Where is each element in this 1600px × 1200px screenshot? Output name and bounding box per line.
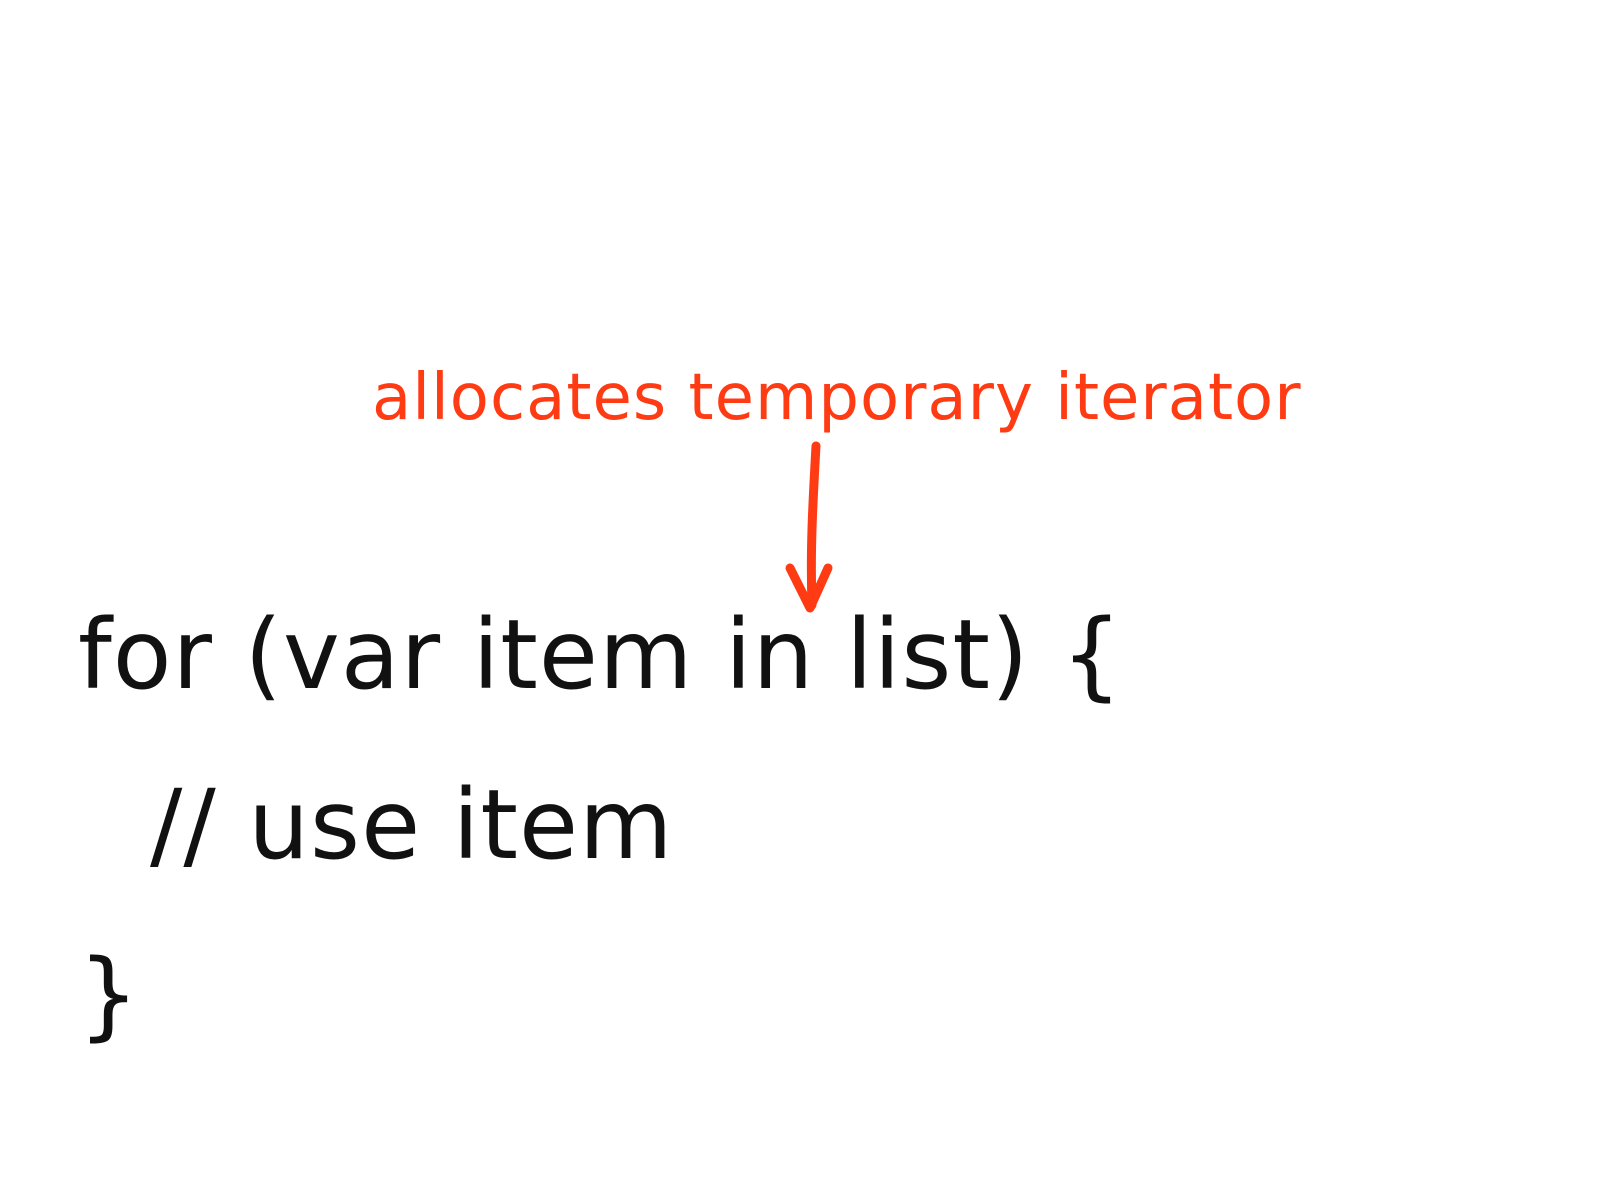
code-line-comment: // use item xyxy=(150,769,674,881)
arrow-shaft xyxy=(806,441,821,610)
arrow-down-icon xyxy=(785,441,833,613)
code-line-for-loop: for (var item in list) { xyxy=(78,599,1124,711)
arrow-head xyxy=(785,563,833,613)
code-line-closing-brace: } xyxy=(78,939,141,1051)
annotation-label: allocates temporary iterator xyxy=(372,361,1302,435)
